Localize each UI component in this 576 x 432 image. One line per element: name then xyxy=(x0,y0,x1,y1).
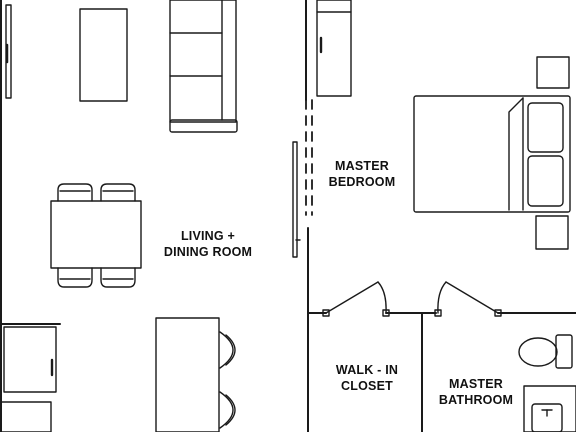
sink-vanity xyxy=(523,385,576,432)
living-room-label-line1: LIVING + xyxy=(180,229,236,243)
kitchen-cabinet xyxy=(0,326,57,432)
walk-in-closet-label: WALK - IN CLOSET xyxy=(325,362,409,394)
master-bathroom-label: MASTER BATHROOM xyxy=(432,376,520,408)
walk-in-closet-label-line2: CLOSET xyxy=(341,379,393,393)
sofa xyxy=(169,0,238,133)
master-bedroom-label-line2: BEDROOM xyxy=(328,175,396,189)
master-bedroom-label-line1: MASTER xyxy=(335,159,389,173)
master-bathroom-label-line2: BATHROOM xyxy=(438,393,514,407)
closet-door xyxy=(322,281,390,317)
toilet xyxy=(518,334,573,369)
living-room-label: LIVING + DINING ROOM xyxy=(158,228,258,260)
wardrobe xyxy=(316,0,352,97)
dining-table xyxy=(50,200,142,269)
dining-chairs xyxy=(57,183,136,288)
kitchen-island xyxy=(155,317,220,432)
bed xyxy=(413,95,571,213)
master-bathroom-label-line1: MASTER xyxy=(449,377,503,391)
sliding-door-divider xyxy=(305,99,313,216)
master-bedroom-label: MASTER BEDROOM xyxy=(321,158,403,190)
walk-in-closet-label-line1: WALK - IN xyxy=(335,363,399,377)
bathroom-door xyxy=(434,281,502,317)
nightstand-bottom xyxy=(535,215,569,250)
nightstand-top xyxy=(536,56,570,89)
entry-door xyxy=(292,141,301,258)
bar-stools xyxy=(219,331,236,429)
left-wall-unit xyxy=(5,4,12,99)
living-room-label-line2: DINING ROOM xyxy=(163,245,253,259)
coffee-table xyxy=(79,8,128,102)
